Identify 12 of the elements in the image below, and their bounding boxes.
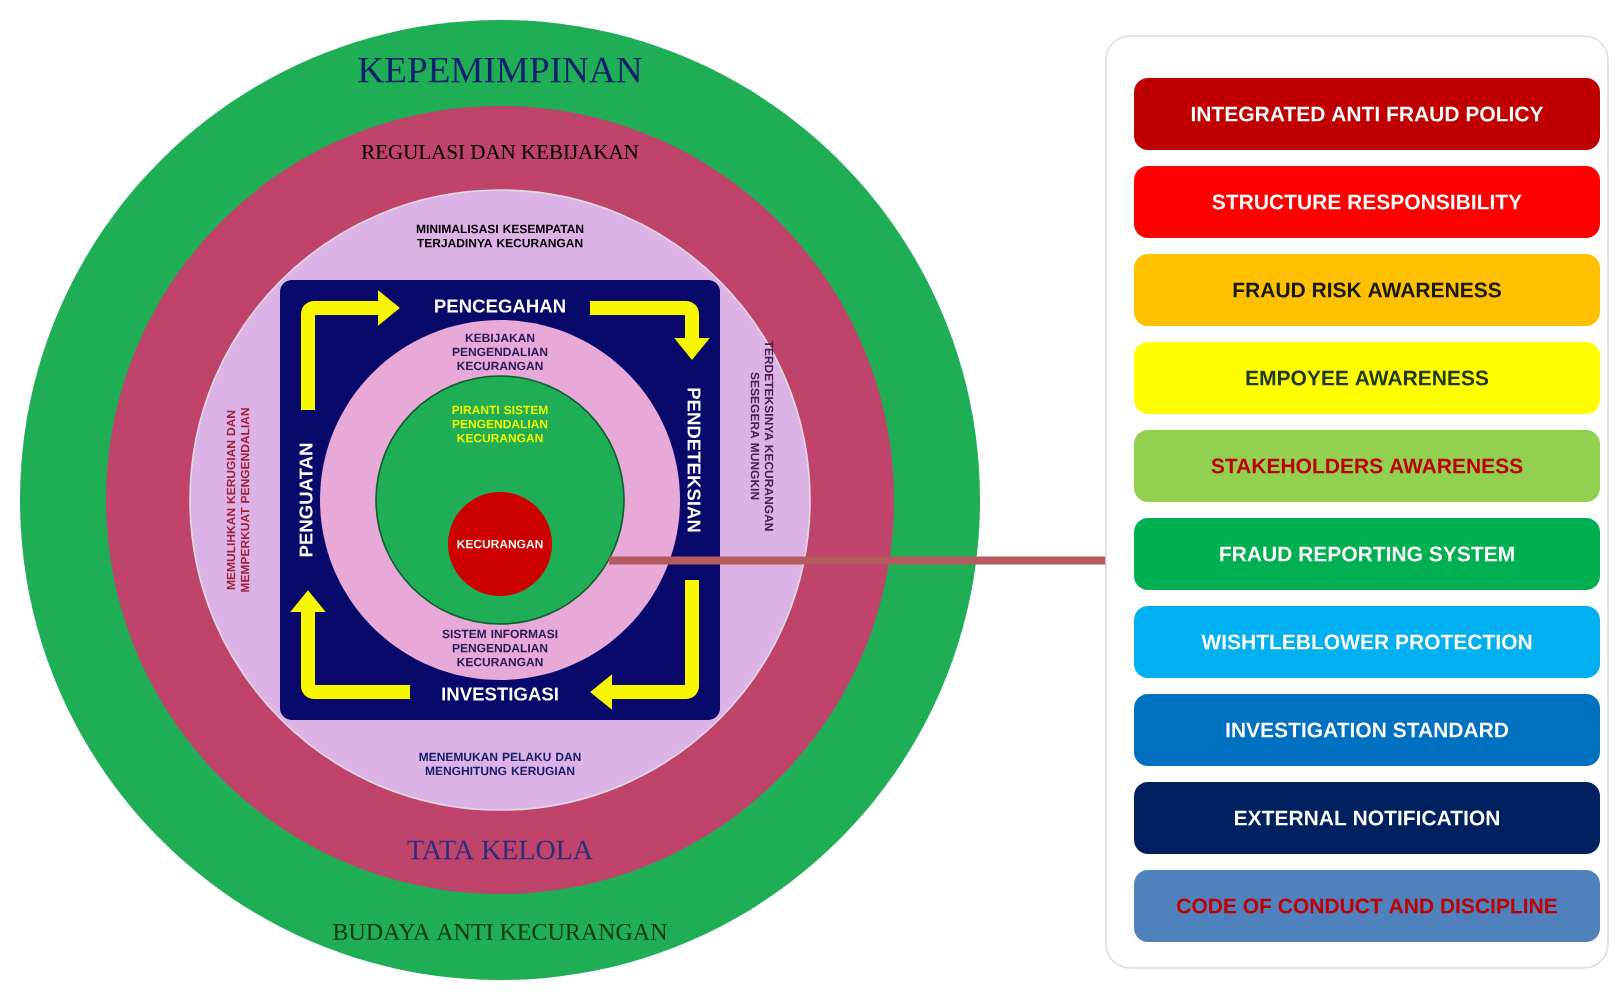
list-bar: INVESTIGATION STANDARD (1134, 694, 1600, 766)
list-bar: STAKEHOLDERS AWARENESS (1134, 430, 1600, 502)
list-bar: CODE OF CONDUCT AND DISCIPLINE (1134, 870, 1600, 942)
list-bar: STRUCTURE RESPONSIBILITY (1134, 166, 1600, 238)
list-bar: EXTERNAL NOTIFICATION (1134, 782, 1600, 854)
list-bar: EMPOYEE AWARENESS (1134, 342, 1600, 414)
list-bar: WISHTLEBLOWER PROTECTION (1134, 606, 1600, 678)
panel-outline (1105, 35, 1609, 969)
connector-line (609, 556, 1106, 565)
list-bar: FRAUD RISK AWARENESS (1134, 254, 1600, 326)
list-bar: FRAUD REPORTING SYSTEM (1134, 518, 1600, 590)
list-bar: INTEGRATED ANTI FRAUD POLICY (1134, 78, 1600, 150)
